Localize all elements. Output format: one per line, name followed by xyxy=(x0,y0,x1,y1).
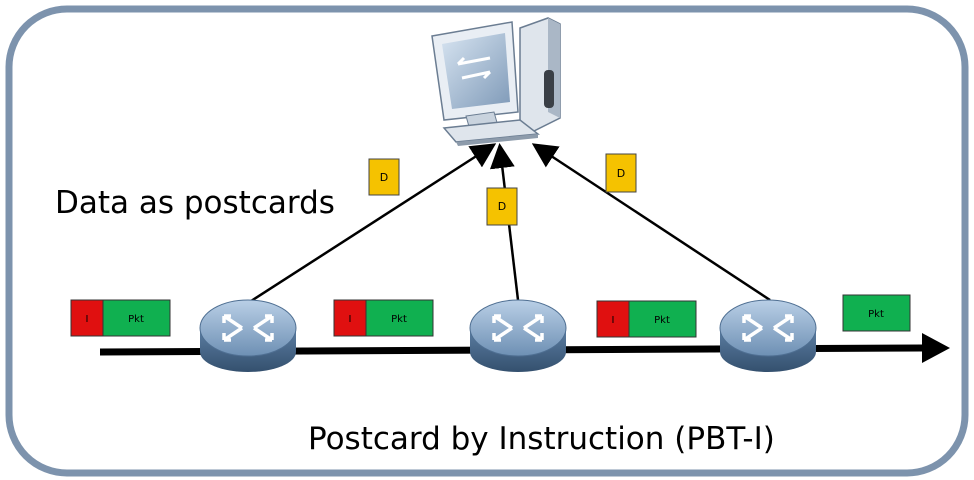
svg-text:Pkt: Pkt xyxy=(391,314,407,325)
computer-collector-icon xyxy=(431,17,561,146)
packet-1: I Pkt xyxy=(70,299,171,337)
packet-path-arrowhead xyxy=(922,333,950,363)
postcard-1: D xyxy=(368,158,400,196)
packet-2: I Pkt xyxy=(333,299,434,337)
router-icon xyxy=(199,299,297,372)
svg-text:D: D xyxy=(380,171,388,184)
svg-text:I: I xyxy=(612,315,615,326)
svg-text:D: D xyxy=(498,200,506,213)
svg-text:Pkt: Pkt xyxy=(128,314,144,325)
svg-text:I: I xyxy=(349,314,352,325)
svg-text:Pkt: Pkt xyxy=(868,309,884,320)
svg-text:D: D xyxy=(617,167,625,180)
report-arrow-3 xyxy=(531,143,771,302)
postcard-3: D xyxy=(605,153,637,193)
router-icon xyxy=(719,299,817,372)
svg-text:Pkt: Pkt xyxy=(654,315,670,326)
diagram-title: Postcard by Instruction (PBT-I) xyxy=(308,421,775,457)
postcard-2: D xyxy=(486,187,518,226)
packet-3: I Pkt xyxy=(596,300,697,338)
svg-text:I: I xyxy=(86,314,89,325)
report-arrow-1 xyxy=(247,143,497,305)
router-icon xyxy=(469,299,567,372)
data-postcards-label: Data as postcards xyxy=(55,185,335,221)
packet-4: Pkt xyxy=(842,294,911,332)
